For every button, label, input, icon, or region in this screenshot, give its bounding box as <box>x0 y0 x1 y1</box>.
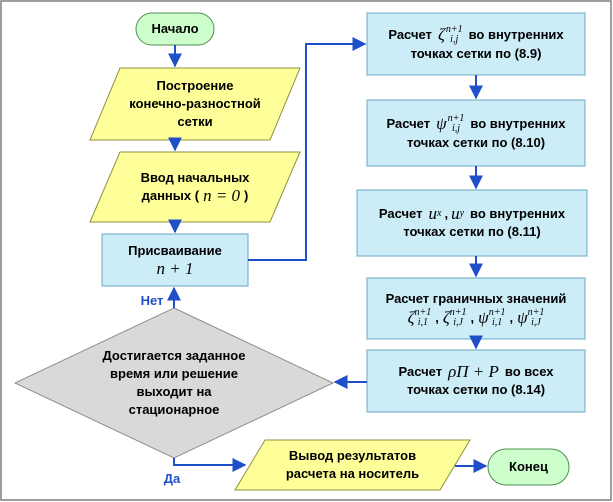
assign-process <box>101 233 249 287</box>
calc-p-math: ρΠ + P <box>448 362 499 381</box>
zeta-symbol: ζ <box>437 25 445 44</box>
end-terminal <box>487 448 570 486</box>
build-text-3: сетки <box>177 114 213 129</box>
calc-psi-label: Расчет ψ n+1 i,j во внутренних точках се… <box>367 100 585 166</box>
calc-zeta-prefix: Расчет <box>388 27 432 42</box>
calc-psi-line-1: Расчет ψ n+1 i,j во внутренних <box>387 114 566 134</box>
calc-zeta-line-1: Расчет ζ n+1 i,j во внутренних <box>388 25 563 45</box>
psi-symbol: ψ <box>436 114 447 133</box>
calc-boundary-process <box>366 277 586 340</box>
branch-no-label: Нет <box>134 292 170 310</box>
input-text-3: ) <box>244 188 249 203</box>
bound-sup-4: n+1 <box>527 306 545 318</box>
calc-u-prefix: Расчет <box>378 206 423 221</box>
input-line-2: данных ( n = 0 ) <box>142 187 249 205</box>
arrow-decision-output <box>173 458 247 472</box>
calc-psi-prefix: Расчет <box>386 116 431 131</box>
input-text-2: данных ( <box>141 188 200 203</box>
bound-sub-4: i,J <box>531 316 541 328</box>
decision-text-1: Достигается заданное <box>102 348 246 363</box>
calc-boundary-line-1: Расчет граничных значений <box>385 290 567 306</box>
calc-zeta-suffix: во внутренних <box>468 27 564 42</box>
bound-sup-3: n+1 <box>488 306 506 318</box>
yes-text: Да <box>163 471 181 486</box>
calc-p-line-2: точках сетки по (8.14) <box>406 382 546 397</box>
uy-sub: y <box>459 208 465 219</box>
calc-p-line-1: Расчет ρΠ + P во всех <box>399 363 554 381</box>
build-label: Построение конечно-разностной сетки <box>95 68 295 140</box>
bound-sub-2: i,J <box>453 316 463 328</box>
bound-zeta-2: ζ <box>442 307 450 327</box>
calc-p-prefix: Расчет <box>398 364 443 379</box>
bound-sub-1: i,1 <box>417 316 429 328</box>
calc-u-process <box>356 189 588 257</box>
calc-p-label: Расчет ρΠ + P во всех точках сетки по (8… <box>367 350 585 412</box>
bound-zeta-1: ζ <box>407 307 415 327</box>
bound-psi-2: ψ <box>517 307 528 327</box>
psi-sub: i,j <box>452 123 461 134</box>
bound-sup-1: n+1 <box>414 306 432 318</box>
calc-zeta-line-2: точках сетки по (8.9) <box>410 46 542 61</box>
decision-label: Достигается заданное время или решение в… <box>60 340 288 426</box>
assign-label: Присваивание n + 1 <box>102 234 248 286</box>
uy-symbol: u <box>451 204 460 223</box>
build-text-1: Построение <box>156 78 234 93</box>
input-math: n = 0 <box>203 186 241 205</box>
build-text-2: конечно-разностной <box>129 96 261 111</box>
output-text-1: Вывод результатов <box>288 448 417 463</box>
calc-psi-line-2: точках сетки по (8.10) <box>406 135 546 150</box>
zeta-sup: n+1 <box>445 24 463 35</box>
build-grid-io <box>89 67 301 141</box>
no-text: Нет <box>140 293 164 308</box>
input-text-1: Ввод начальных <box>140 170 250 185</box>
calc-u-line-2: точках сетки по (8.11) <box>403 224 541 239</box>
ux-symbol: u <box>428 204 438 223</box>
arrow-assign-zeta <box>248 37 367 261</box>
calc-u-suffix: во внутренних <box>470 206 566 221</box>
end-text: Конец <box>509 459 548 474</box>
calc-p-suffix: во всех <box>504 364 554 379</box>
branch-yes-label: Да <box>158 470 186 488</box>
assign-math: n + 1 <box>156 259 194 278</box>
calc-zeta-process <box>366 12 586 76</box>
psi-sup: n+1 <box>447 113 465 124</box>
decision-text-3: выходит на <box>136 384 212 399</box>
bound-sub-3: i,1 <box>491 316 503 328</box>
bound-psi-1: ψ <box>478 307 489 327</box>
output-label: Вывод результатов расчета на носитель <box>245 440 460 490</box>
ux-sub: x <box>437 208 442 219</box>
output-io <box>234 439 471 491</box>
input-data-io <box>89 151 301 223</box>
bound-sup-2: n+1 <box>449 306 467 318</box>
calc-zeta-label: Расчет ζ n+1 i,j во внутренних точках се… <box>367 13 585 75</box>
psi-indices: n+1 i,j <box>448 114 465 134</box>
calc-psi-suffix: во внутренних <box>470 116 566 131</box>
calc-psi-process <box>366 99 586 167</box>
output-text-2: расчета на носитель <box>285 466 420 481</box>
decision-text-4: стационарное <box>128 402 220 417</box>
u-separator: , <box>444 206 449 221</box>
start-text: Начало <box>151 21 199 36</box>
decision-text-2: время или решение <box>110 366 238 381</box>
input-label: Ввод начальных данных ( n = 0 ) <box>95 152 295 222</box>
zeta-indices: n+1 i,j <box>446 25 463 45</box>
calc-p-process <box>366 349 586 413</box>
assign-text: Присваивание <box>128 243 222 258</box>
start-label: Начало <box>136 13 214 45</box>
zeta-sub: i,j <box>450 34 459 45</box>
end-label: Конец <box>488 449 569 485</box>
